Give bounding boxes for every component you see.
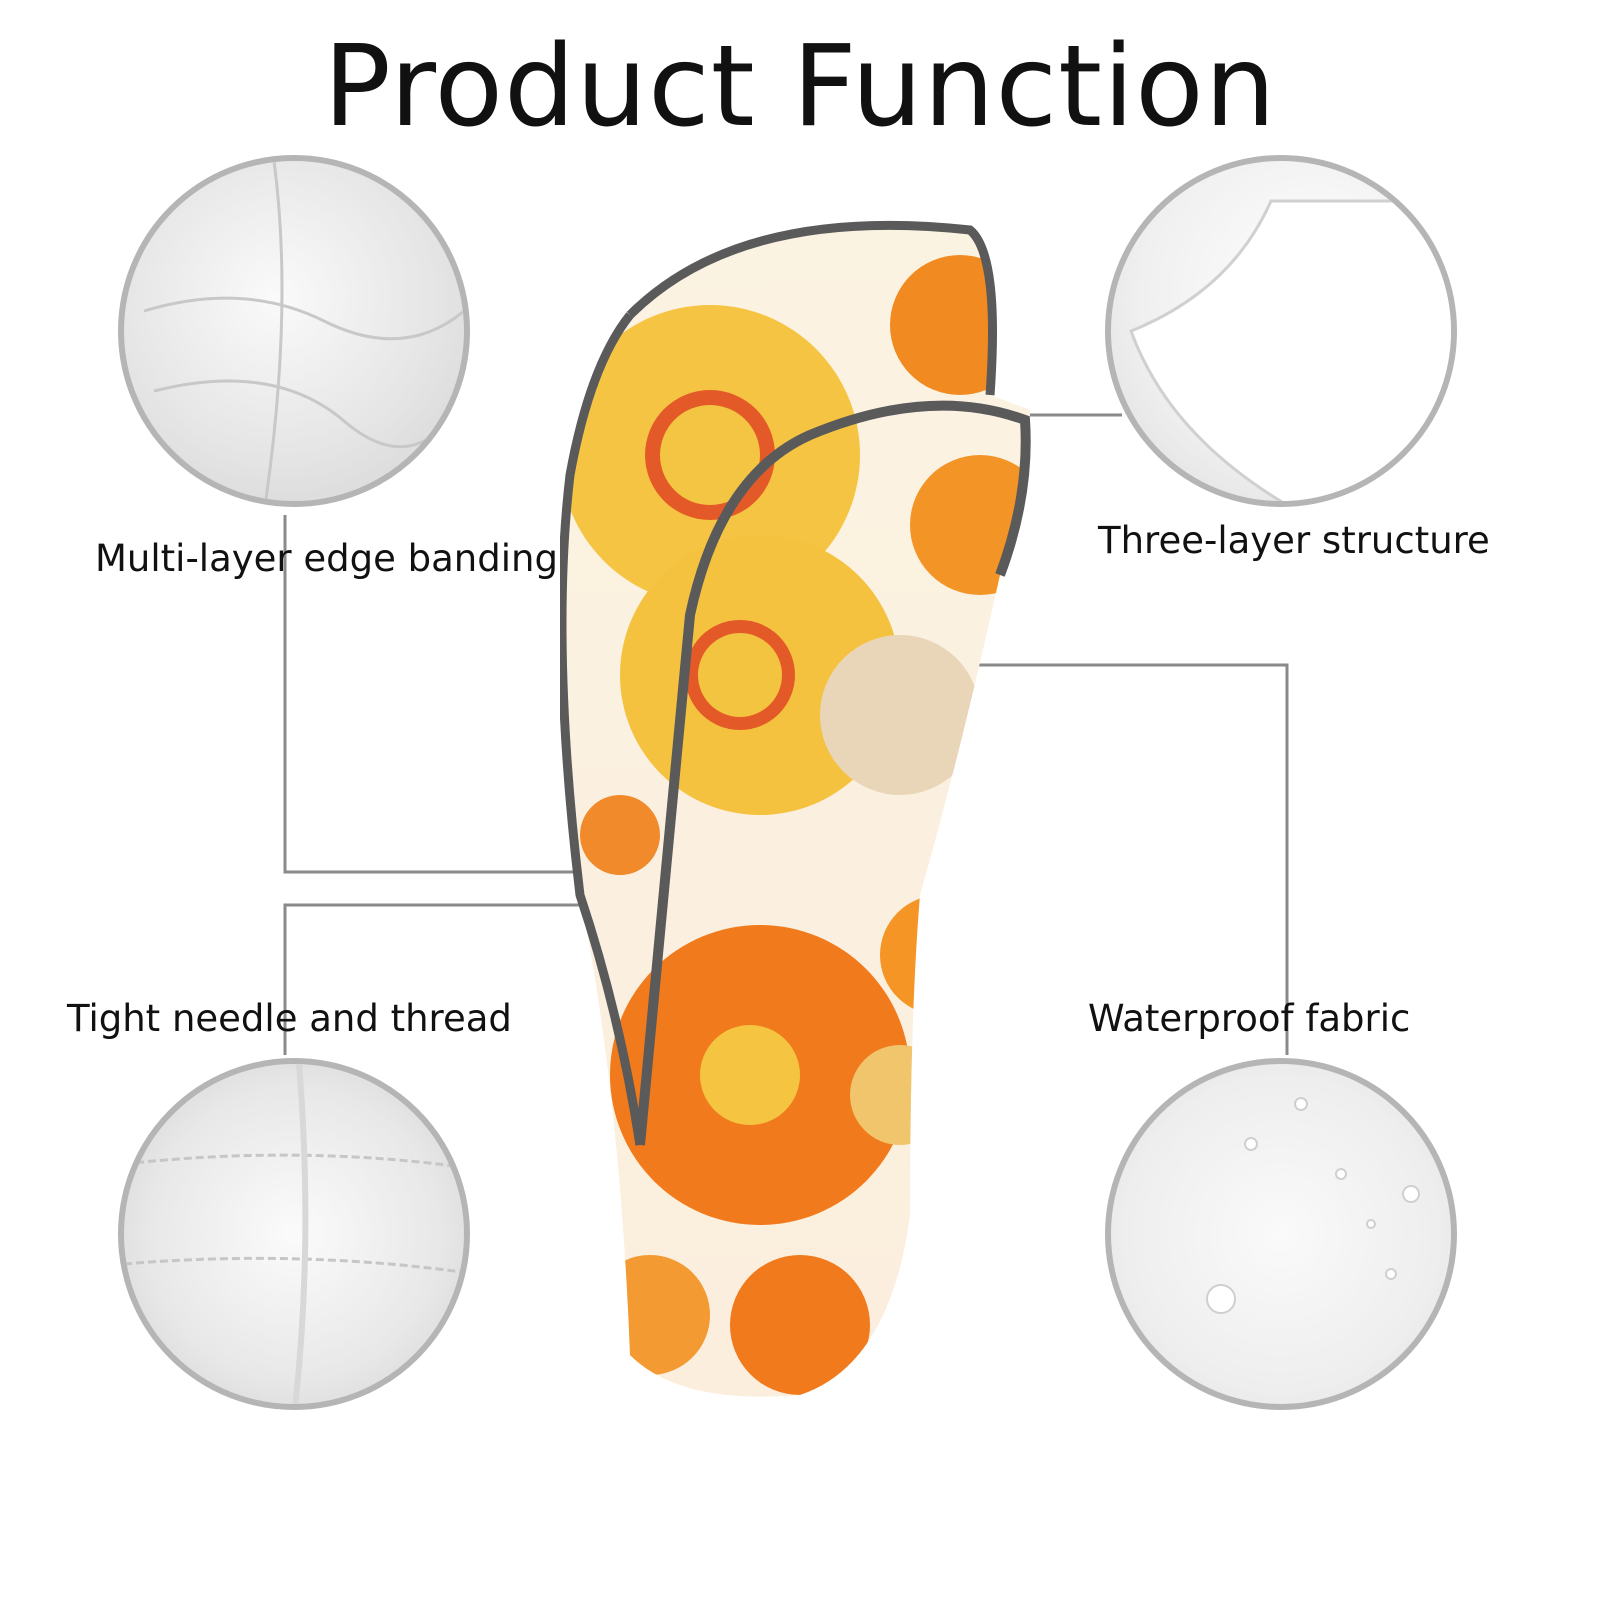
edge-trim-flap: [635, 400, 1031, 1146]
feature-label-three-layer: Three-layer structure: [1098, 519, 1490, 562]
detail-circle-edge-banding: [118, 155, 470, 507]
edge-trim-left: [560, 312, 645, 1146]
feature-label-edge-banding: Multi-layer edge banding: [95, 537, 558, 580]
page-title: Product Function: [323, 22, 1277, 152]
leader-line-waterproof: [960, 663, 1289, 1055]
detail-circle-waterproof: [1105, 1058, 1457, 1410]
floral-headcover-image: [560, 220, 1031, 1397]
feature-label-waterproof: Waterproof fabric: [1088, 997, 1411, 1040]
leader-line-edge-banding: [283, 515, 592, 874]
floral-print: [562, 225, 1030, 1397]
water-droplets: [1206, 1097, 1420, 1314]
feature-label-needle-thread: Tight needle and thread: [67, 997, 512, 1040]
edge-trim-top: [626, 220, 997, 396]
layer-edge-texture: [1129, 199, 1451, 501]
stitching-texture: [124, 1064, 464, 1404]
detail-circle-needle-thread: [118, 1058, 470, 1410]
leader-line-needle-thread: [283, 903, 592, 1055]
fabric-fold-texture: [143, 161, 464, 501]
detail-circle-three-layer: [1105, 155, 1457, 507]
